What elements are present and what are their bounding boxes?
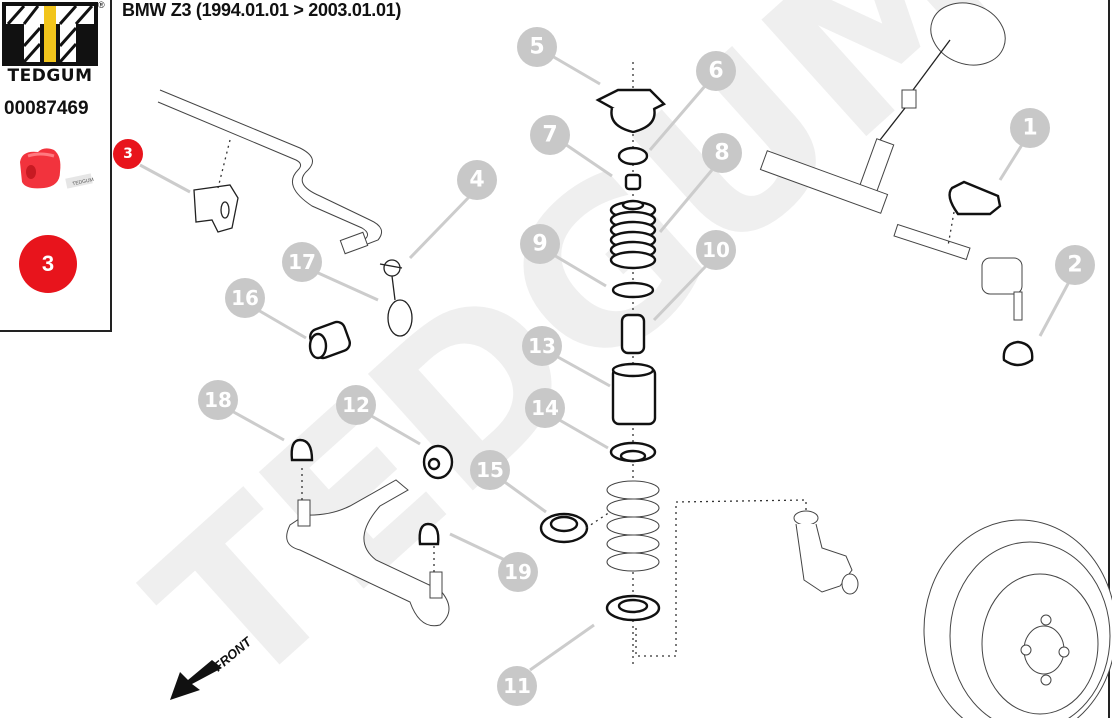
steering-knuckle-drawing — [793, 510, 859, 595]
svg-text:7: 7 — [542, 123, 557, 148]
callout-6[interactable]: 6 — [648, 51, 736, 151]
svg-text:8: 8 — [714, 141, 729, 166]
callout-12[interactable]: 12 — [336, 385, 421, 446]
frame-border — [1108, 0, 1110, 718]
callout-5[interactable]: 5 — [517, 27, 601, 86]
callout-11[interactable]: 11 — [497, 623, 595, 706]
callout-4[interactable]: 4 — [408, 160, 497, 260]
link-bushing-drawing — [308, 320, 351, 360]
callout-13[interactable]: 13 — [522, 326, 611, 388]
svg-text:3: 3 — [123, 146, 133, 162]
svg-text:15: 15 — [476, 458, 504, 482]
callout-1[interactable]: 1 — [998, 108, 1050, 181]
stabilizer-bar — [157, 89, 383, 255]
callout-10[interactable]: 10 — [652, 230, 736, 322]
svg-text:9: 9 — [532, 232, 547, 257]
callout-14[interactable]: 14 — [525, 388, 609, 450]
svg-text:11: 11 — [503, 674, 531, 698]
stabilizer-link-drawing — [379, 259, 413, 337]
position-badge: 3 — [19, 235, 77, 293]
strut-bearing-drawing — [539, 511, 611, 544]
svg-text:TEDGUM: TEDGUM — [72, 177, 94, 187]
strut-stack-drawing — [595, 62, 807, 665]
brand-name: TEDGUM — [7, 66, 93, 86]
callout-8[interactable]: 8 — [658, 133, 742, 233]
svg-text:6: 6 — [708, 59, 723, 84]
svg-text:18: 18 — [204, 388, 232, 412]
callout-15[interactable]: 15 — [470, 450, 547, 514]
svg-text:19: 19 — [504, 560, 532, 584]
svg-text:2: 2 — [1067, 253, 1082, 278]
svg-text:5: 5 — [529, 35, 544, 60]
callout-2[interactable]: 2 — [1038, 245, 1095, 337]
part-number: 00087469 — [4, 98, 89, 119]
product-thumbnail[interactable]: TEDGUM — [14, 142, 104, 202]
svg-text:17: 17 — [288, 250, 316, 274]
registered-mark: ® — [98, 0, 105, 10]
callout-9[interactable]: 9 — [520, 224, 607, 288]
svg-text:16: 16 — [231, 286, 259, 310]
callout-17[interactable]: 17 — [282, 242, 379, 302]
front-arrow-icon — [170, 660, 222, 700]
steering-drawing — [759, 2, 1034, 367]
callout-19[interactable]: 19 — [449, 532, 538, 592]
callout-7[interactable]: 7 — [530, 115, 613, 178]
vehicle-title: BMW Z3 (1994.01.01 > 2003.01.01) — [122, 0, 402, 20]
callout-3[interactable]: 3 — [113, 139, 191, 194]
svg-text:1: 1 — [1022, 116, 1037, 141]
svg-text:13: 13 — [528, 334, 556, 358]
callouts: 1 2 3 4 5 6 7 8 — [113, 27, 1095, 706]
control-arm-drawing — [286, 438, 454, 627]
svg-text:10: 10 — [702, 238, 730, 262]
svg-text:12: 12 — [342, 393, 370, 417]
wheel-drawing — [923, 519, 1112, 718]
product-sidebar: ® TEDGUM 00087469 TEDGUM 3 — [0, 0, 112, 332]
tedgum-logo — [2, 2, 98, 66]
svg-text:4: 4 — [469, 168, 484, 193]
callout-16[interactable]: 16 — [225, 278, 307, 340]
stabilizer-bushing-drawing — [193, 184, 239, 233]
callout-18[interactable]: 18 — [198, 380, 285, 442]
svg-text:14: 14 — [531, 396, 559, 420]
